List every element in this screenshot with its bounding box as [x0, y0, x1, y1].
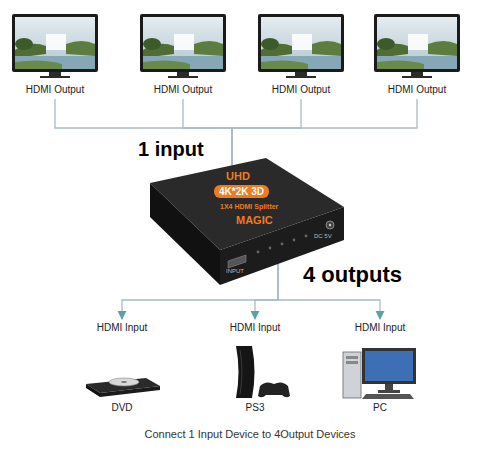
port-label: HDMI Input [200, 322, 310, 334]
device-print: UHD [226, 170, 250, 182]
port-print: INPUT [226, 268, 244, 274]
tv-picture [12, 14, 98, 78]
source-device: HDMI InputDVD [67, 322, 177, 414]
tv-picture [140, 14, 226, 78]
device-print: MAGIC [236, 214, 273, 226]
tv-picture [374, 14, 460, 78]
device-name: DVD [67, 402, 177, 414]
caption: Connect 1 Input Device to 4Output Device… [0, 428, 500, 440]
source-device: HDMI InputPS3 [200, 322, 310, 414]
port-label: HDMI Input [325, 322, 435, 334]
dvd-drive [86, 378, 160, 397]
port-label: HDMI Output [374, 84, 460, 96]
tv-output: HDMI Output [140, 14, 226, 96]
port-label: HDMI Output [12, 84, 98, 96]
port-print: DC 5V [314, 233, 332, 239]
device-name: PC [325, 402, 435, 414]
pc-computer [343, 348, 416, 399]
tv-output: HDMI Output [374, 14, 460, 96]
tv-output: HDMI Output [258, 14, 344, 96]
device-print: 4K*2K 3D [214, 185, 269, 198]
port-label: HDMI Input [67, 322, 177, 334]
ps3-console [236, 346, 290, 398]
port-label: HDMI Output [258, 84, 344, 96]
tv-output: HDMI Output [12, 14, 98, 96]
source-device: HDMI InputPC [325, 322, 435, 414]
flow-label: 1 input [138, 138, 204, 161]
device-print: 1X4 HDMI Splitter [220, 203, 278, 211]
hdmi-cable [55, 99, 232, 167]
device-name: PS3 [200, 402, 310, 414]
flow-label: 4 outputs [303, 262, 402, 288]
hdmi-cable [232, 99, 301, 167]
tv-picture [258, 14, 344, 78]
port-label: HDMI Output [140, 84, 226, 96]
hdmi-cable [232, 99, 417, 167]
